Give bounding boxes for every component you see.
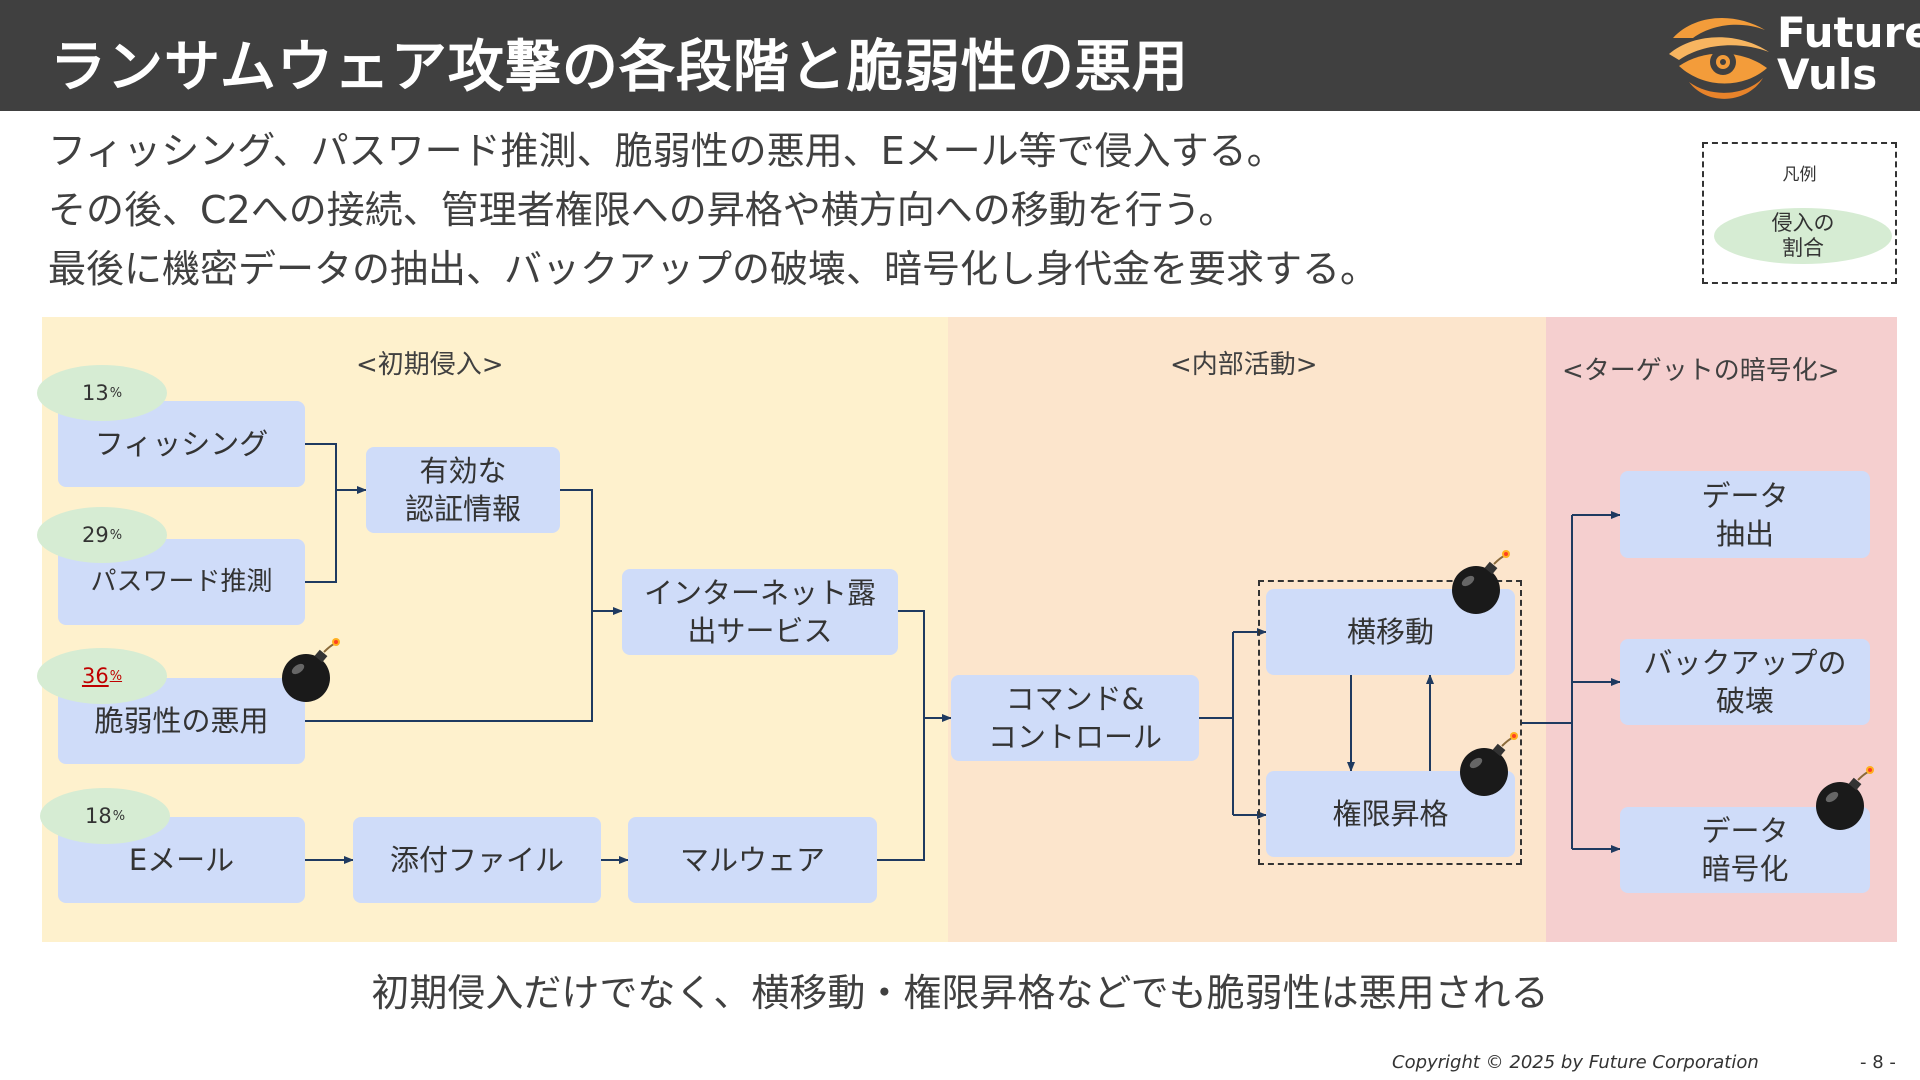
legend-title: 凡例 (1782, 165, 1817, 185)
intro-line-3: 最後に機密データの抽出、バックアップの破壊、暗号化し身代金を要求する。 (48, 247, 1379, 291)
bomb-icon (282, 638, 340, 702)
legend-label: 侵入の 割合 (1771, 211, 1835, 260)
legend-ellipse: 侵入の 割合 (1714, 208, 1892, 264)
bomb-icon (1460, 732, 1518, 796)
internal-activity-group (1258, 580, 1522, 865)
percent-password-guessing: 29% (37, 507, 167, 563)
eye-logo-icon (1669, 18, 1769, 99)
node-data-exfiltration: データ 抽出 (1620, 471, 1870, 558)
section-label-target: <ターゲットの暗号化> (1562, 356, 1840, 386)
node-internet-exposed-service: インターネット露 出サービス (622, 569, 898, 655)
node-backup-destruction: バックアップの 破壊 (1620, 639, 1870, 725)
page-number: - 8 - (1860, 1052, 1896, 1073)
intro-line-2: その後、C2への接続、管理者権限への昇格や横方向への移動を行う。 (48, 188, 1237, 232)
company-logo: Future Vuls (1665, 8, 1920, 104)
node-valid-credentials: 有効な 認証情報 (366, 447, 560, 533)
bomb-icon (1452, 550, 1510, 614)
section-label-internal: <内部活動> (1170, 350, 1318, 380)
page-title: ランサムウェア攻撃の各段階と脆弱性の悪用 (50, 35, 1189, 100)
title-bar: ランサムウェア攻撃の各段階と脆弱性の悪用 Future Vuls (0, 0, 1920, 111)
section-label-initial: <初期侵入> (356, 350, 504, 380)
intro-text: フィッシング、パスワード推測、脆弱性の悪用、Eメール等で侵入する。 その後、C2… (48, 122, 1378, 299)
percent-phishing: 13% (37, 365, 167, 421)
node-command-and-control: コマンド& コントロール (951, 675, 1199, 761)
footer-note: 初期侵入だけでなく、横移動・権限昇格などでも脆弱性は悪用される (371, 971, 1549, 1015)
copyright: Copyright © 2025 by Future Corporation (1392, 1052, 1759, 1073)
legend: 凡例 侵入の 割合 (1702, 142, 1897, 284)
percent-email: 18% (40, 788, 170, 844)
bomb-icon (1816, 766, 1874, 830)
logo-text: Future Vuls (1777, 8, 1920, 99)
node-attachment: 添付ファイル (353, 817, 601, 903)
percent-vulnerability-exploit: 36% (37, 648, 167, 704)
node-malware: マルウェア (628, 817, 877, 903)
node-data-encryption: データ 暗号化 (1620, 807, 1870, 893)
intro-line-1: フィッシング、パスワード推測、脆弱性の悪用、Eメール等で侵入する。 (48, 129, 1285, 173)
